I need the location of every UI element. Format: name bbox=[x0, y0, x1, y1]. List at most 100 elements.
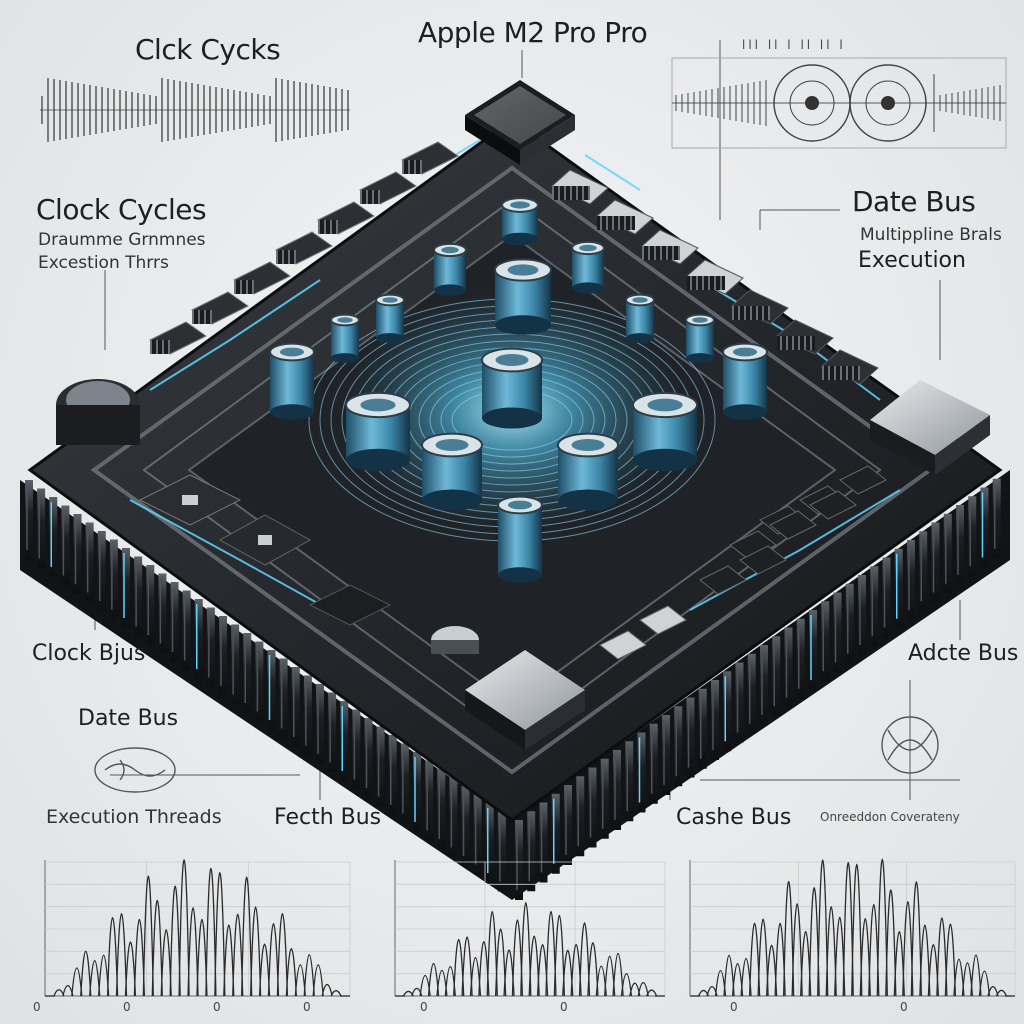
fin bbox=[907, 540, 915, 620]
fin bbox=[328, 692, 337, 773]
fin bbox=[576, 776, 585, 857]
right-chip bbox=[870, 380, 990, 475]
spike bbox=[232, 913, 244, 997]
fin bbox=[809, 610, 817, 690]
core-cap-inner bbox=[647, 398, 683, 412]
label-date-bus-right-sub2: Execution bbox=[858, 248, 966, 273]
small-chip bbox=[729, 530, 777, 560]
fin bbox=[425, 760, 434, 841]
fin bbox=[97, 531, 106, 611]
core-cap-inner bbox=[441, 246, 459, 254]
fin bbox=[437, 769, 446, 849]
core-base bbox=[331, 353, 359, 363]
core-base bbox=[376, 333, 404, 343]
fin bbox=[943, 513, 952, 594]
fin bbox=[182, 590, 191, 671]
spike bbox=[124, 941, 137, 997]
label-adcte-bus: Adcte Bus bbox=[908, 641, 1019, 666]
fin bbox=[870, 566, 879, 647]
spike bbox=[205, 868, 217, 997]
spike bbox=[637, 981, 649, 997]
fin bbox=[400, 743, 409, 824]
fin bbox=[600, 758, 609, 839]
spike bbox=[919, 924, 931, 997]
fin bbox=[134, 556, 143, 637]
small-chips-left bbox=[138, 474, 392, 626]
spike bbox=[876, 858, 888, 997]
spike bbox=[978, 970, 991, 997]
core-body bbox=[498, 505, 542, 575]
core-base bbox=[270, 404, 314, 420]
fin bbox=[231, 624, 240, 705]
spike bbox=[461, 936, 473, 997]
axis-tick-7: 0 bbox=[900, 1000, 908, 1014]
core-base bbox=[558, 489, 618, 511]
spike bbox=[106, 917, 119, 997]
core-cap-inner bbox=[632, 297, 648, 303]
ram-chip-side bbox=[552, 186, 590, 200]
fin bbox=[376, 726, 385, 807]
spike bbox=[187, 907, 199, 997]
axis-tick-2: 0 bbox=[213, 1000, 221, 1014]
fin bbox=[649, 723, 658, 804]
spike bbox=[936, 917, 948, 997]
fin bbox=[845, 583, 854, 664]
spike bbox=[160, 929, 172, 997]
spike bbox=[910, 881, 923, 997]
core-base bbox=[482, 407, 542, 429]
fin bbox=[243, 633, 252, 713]
spike bbox=[545, 910, 557, 997]
spike bbox=[196, 919, 208, 997]
fin bbox=[931, 522, 940, 603]
spike bbox=[494, 928, 507, 997]
label-clock-bjus: Clock Bjus bbox=[32, 641, 146, 666]
fin bbox=[219, 616, 227, 696]
fin bbox=[109, 539, 118, 620]
small-chip bbox=[809, 490, 857, 520]
fin bbox=[485, 803, 494, 883]
fin bbox=[449, 777, 458, 858]
spike bbox=[249, 906, 262, 997]
spike bbox=[285, 947, 298, 997]
spike bbox=[276, 913, 289, 997]
small-chip bbox=[769, 510, 817, 540]
small-chips-right bbox=[599, 465, 887, 660]
fin bbox=[894, 548, 903, 629]
core-base bbox=[502, 232, 538, 246]
fin bbox=[772, 636, 781, 717]
fin bbox=[968, 496, 977, 577]
fin bbox=[85, 522, 94, 603]
spike bbox=[169, 885, 181, 997]
fin bbox=[340, 701, 349, 781]
label-clock-cycks: Clck Cycks bbox=[135, 33, 281, 66]
plot-left bbox=[44, 859, 351, 997]
axis-tick-3: 0 bbox=[303, 1000, 311, 1014]
spike bbox=[330, 990, 342, 997]
axis-tick-6: 0 bbox=[730, 1000, 738, 1014]
core-cap-inner bbox=[507, 264, 539, 276]
spike bbox=[748, 922, 761, 997]
fin bbox=[625, 741, 634, 822]
fin bbox=[821, 601, 830, 682]
page-title: Apple M2 Pro Pro bbox=[418, 16, 648, 49]
core-body bbox=[626, 300, 654, 338]
ram-chip-side bbox=[276, 250, 296, 264]
fin bbox=[662, 715, 670, 795]
spike bbox=[214, 872, 226, 997]
core-body bbox=[723, 352, 767, 412]
spike bbox=[953, 958, 965, 997]
spike bbox=[612, 953, 624, 997]
fin bbox=[170, 582, 179, 662]
spike bbox=[646, 989, 658, 997]
spike bbox=[757, 918, 769, 997]
label-date-bus-left: Date Bus bbox=[78, 706, 179, 731]
top-chip bbox=[465, 80, 575, 165]
core-base bbox=[422, 489, 482, 511]
core-cap-inner bbox=[579, 244, 597, 252]
spike bbox=[791, 903, 803, 997]
fin bbox=[473, 794, 482, 875]
fin bbox=[25, 480, 33, 560]
spike bbox=[817, 859, 829, 997]
fin bbox=[539, 802, 548, 883]
core-cap-inner bbox=[382, 297, 398, 303]
